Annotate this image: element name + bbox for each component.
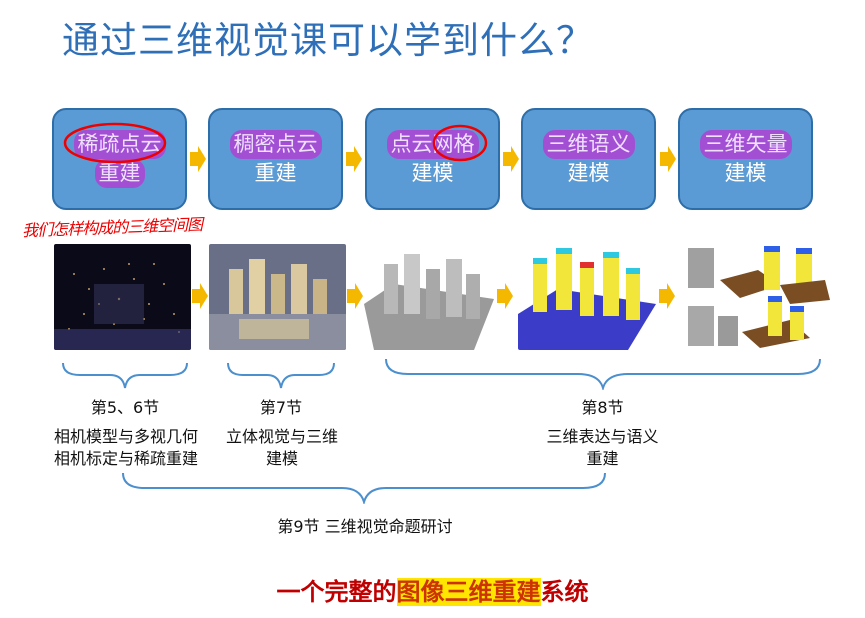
box-line2: 建模 (724, 161, 767, 185)
dense-pointcloud-image (209, 244, 346, 350)
arrow-right-icon (503, 146, 519, 172)
section-s8-desc: 三维表达与语义 重建 (525, 426, 680, 470)
arrow-right-icon (660, 146, 676, 172)
arrow-right-icon (497, 283, 513, 309)
footer-part3: 系统 (540, 578, 589, 606)
arrow-right-icon (190, 146, 206, 172)
pipeline-box-semantic: 三维语义 建模 (521, 108, 656, 210)
arrow-right-icon (347, 283, 363, 309)
section-s8-title: 第8节 (581, 398, 624, 417)
red-circle-annotation (63, 122, 167, 164)
s7-line2: 建模 (265, 449, 298, 468)
vector-model-image (680, 240, 830, 354)
section-s7-title: 第7节 (259, 398, 303, 417)
pipeline-box-mesh: 点云网格 建模 (365, 108, 500, 210)
box-line2: 重建 (254, 161, 297, 185)
brace-s7 (227, 362, 335, 389)
footer-part2: 图像三维重建 (396, 578, 541, 606)
box-line1: 稠密点云 (229, 130, 322, 159)
brace-s56 (62, 362, 188, 389)
red-circle-annotation-2 (432, 124, 488, 162)
section-s56-title: 第5、6节 (90, 398, 160, 417)
s7-line1: 立体视觉与三维 (225, 427, 338, 446)
s56-line1: 相机模型与多视几何 (53, 427, 198, 446)
handwritten-note: 我们怎样构成的三维空间图 (21, 214, 203, 241)
box-line1: 三维矢量 (699, 130, 792, 159)
box-line1: 三维语义 (542, 130, 635, 159)
arrow-right-icon (659, 283, 675, 309)
arrow-right-icon (346, 146, 362, 172)
s56-line2: 相机标定与稀疏重建 (53, 449, 198, 468)
sparse-pointcloud-image (54, 244, 191, 350)
section-s9-title: 第9节 三维视觉命题研讨 (277, 517, 453, 536)
section-s7-desc: 立体视觉与三维 建模 (212, 426, 352, 470)
box-line2: 建模 (567, 161, 610, 185)
s8-line2: 重建 (586, 449, 619, 468)
mesh-model-image (364, 244, 494, 350)
brace-s9 (122, 472, 606, 504)
footer-part1: 一个完整的 (276, 578, 397, 606)
slide-title: 通过三维视觉课可以学到什么？ (62, 19, 594, 62)
box-line1: 稀疏点云 (73, 130, 166, 159)
s8-line1: 三维表达与语义 (546, 427, 659, 446)
section-s56-desc: 相机模型与多视几何 相机标定与稀疏重建 (38, 426, 214, 470)
pipeline-box-vector: 三维矢量 建模 (678, 108, 813, 210)
box-line2: 重建 (94, 159, 145, 188)
semantic-model-image (518, 244, 656, 350)
box-line2: 建模 (411, 161, 454, 185)
pipeline-box-dense: 稠密点云 重建 (208, 108, 343, 210)
arrow-right-icon (192, 283, 208, 309)
brace-s8 (385, 358, 821, 390)
footer-slogan: 一个完整的图像三维重建系统 (0, 572, 865, 607)
box-line1: 点云网格 (386, 130, 479, 159)
